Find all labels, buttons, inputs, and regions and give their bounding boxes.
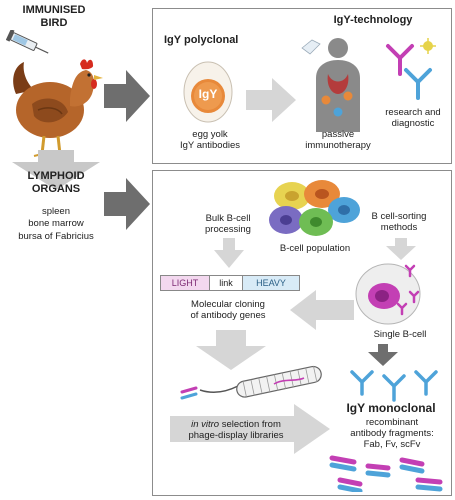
- cloning-label: Molecular cloning of antibody genes: [178, 299, 278, 322]
- fragments-line3: Fab, Fv, scFv: [363, 438, 421, 450]
- antibody-pair-icon: [386, 38, 436, 100]
- organs-title: LYMPHOID ORGANS: [0, 170, 112, 195]
- single-b-cell-icon: [355, 263, 421, 325]
- organ-spleen: spleen: [42, 206, 70, 217]
- egg-icon: [183, 61, 233, 123]
- organs-title-line1: LYMPHOID: [27, 170, 85, 182]
- sorting-methods-label: B cell-sorting methods: [360, 211, 438, 234]
- human-silhouette-icon: [301, 38, 360, 132]
- cloning-line2: of antibody genes: [190, 309, 266, 321]
- population-label: B-cell population: [279, 243, 351, 254]
- technology-title: IgY-technology: [333, 14, 413, 26]
- construct-link: link: [210, 276, 243, 290]
- bulk-down-arrow: [214, 238, 244, 268]
- cloning-left-arrow: [290, 290, 354, 330]
- monoclonal-title: IgY monoclonal: [346, 401, 436, 415]
- down-arrow-bird-to-organs: [12, 150, 100, 190]
- construct-heavy: HEAVY: [243, 276, 299, 290]
- selection-right-arrow: [170, 404, 330, 454]
- scfv-construct: LIGHT link HEAVY: [160, 275, 300, 291]
- research-line2: diagnostic: [391, 117, 435, 129]
- organ-bone-marrow: bone marrow: [28, 218, 84, 230]
- cloning-line1: Molecular cloning: [191, 299, 265, 310]
- sorting-line2: methods: [380, 221, 418, 233]
- selection-line2: phage-display libraries: [188, 429, 284, 441]
- bird-title-line1: IMMUNISED: [22, 4, 86, 16]
- bulk-line2: processing: [205, 223, 251, 235]
- selection-rest: selection from: [219, 419, 281, 430]
- syringe-icon: [6, 30, 49, 54]
- organs-title-line2: ORGANS: [31, 182, 81, 195]
- b-cell-population-icon: [269, 180, 360, 236]
- research-caption: research and diagnostic: [378, 107, 448, 130]
- egg-caption-line2: IgY antibodies: [179, 139, 241, 151]
- fragments-caption: recombinant antibody fragments: Fab, Fv,…: [336, 417, 448, 451]
- selection-label: in vitro selection from phage-display li…: [170, 419, 302, 442]
- single-cell-label: Single B-cell: [373, 329, 427, 340]
- construct-light: LIGHT: [161, 276, 210, 290]
- immuno-line1: passive: [321, 129, 355, 140]
- selection-invitro: in vitro: [191, 419, 220, 430]
- fragments-line2: antibody fragments:: [350, 427, 434, 439]
- organs-list: spleen bone marrow bursa of Fabricius: [0, 206, 112, 243]
- top-panel-gray-arrow: [246, 78, 296, 122]
- bird-title: IMMUNISED BIRD: [0, 4, 108, 29]
- sorting-line1: B cell-sorting: [371, 211, 427, 222]
- bird-title-line2: BIRD: [40, 16, 68, 29]
- bulk-line1: Bulk B-cell: [205, 213, 251, 224]
- polyclonal-title: IgY polyclonal: [164, 34, 239, 46]
- research-line1: research and: [385, 107, 441, 118]
- antibody-fragments-icon: [329, 455, 443, 492]
- sorting-down-arrow: [386, 238, 416, 260]
- immunotherapy-caption: passive immunotherapy: [296, 129, 380, 152]
- egg-caption: egg yolk IgY antibodies: [168, 129, 252, 152]
- arrow-to-bottom-panel: [104, 178, 150, 230]
- single-cell-down-arrow: [368, 344, 398, 366]
- bulk-processing-label: Bulk B-cell processing: [190, 213, 266, 236]
- phage-particle-icon: [180, 365, 322, 400]
- egg-label: IgY: [198, 87, 218, 101]
- cloning-down-arrow: [196, 330, 266, 370]
- fragments-line1: recombinant: [365, 417, 419, 428]
- arrow-to-top-panel: [104, 70, 150, 122]
- monoclonal-antibodies-icon: [350, 370, 438, 402]
- egg-caption-line1: egg yolk: [192, 129, 228, 140]
- immuno-line2: immunotherapy: [305, 139, 371, 151]
- organ-bursa: bursa of Fabricius: [18, 230, 94, 242]
- hen-illustration: [13, 59, 103, 158]
- selection-line1: in vitro selection from: [170, 419, 302, 431]
